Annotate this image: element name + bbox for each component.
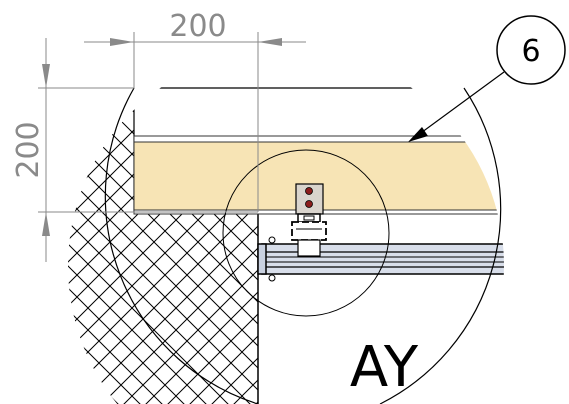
bracket-clip: [291, 221, 327, 241]
view-label: AY: [350, 335, 419, 400]
callout-number: 6: [521, 34, 540, 69]
dim-arrow-bottom: [42, 212, 50, 236]
profile-rail: [261, 243, 504, 275]
callout-balloon: [496, 15, 566, 85]
dimension-vertical: 200: [11, 38, 258, 262]
detail-boundary-right: [379, 87, 502, 404]
detail-inner-circle: [222, 149, 390, 317]
callout-leader: [413, 71, 505, 139]
bracket-bolt-upper: [305, 187, 313, 195]
bracket-clamp-slot: [303, 215, 315, 221]
bracket-bolt-lower: [305, 200, 313, 208]
rail-end-cap: [257, 243, 267, 275]
dim-arrow-left: [110, 38, 134, 46]
rail-fixing-bottom: [268, 274, 276, 282]
callout-arrowhead: [408, 127, 428, 142]
rail-fixing-top: [268, 236, 276, 244]
detail-boundary-left: [104, 87, 259, 404]
dim-arrow-top: [42, 64, 50, 88]
callout-6: 6: [408, 15, 566, 142]
insulation-panel: [133, 141, 504, 211]
dim-value-horizontal: 200: [169, 9, 226, 44]
dim-arrow-right: [258, 38, 282, 46]
dim-value-vertical: 200: [11, 121, 46, 178]
bracket-stem: [297, 239, 321, 257]
panel-top-skin: [133, 135, 504, 143]
dimension-horizontal: 200: [84, 9, 306, 212]
